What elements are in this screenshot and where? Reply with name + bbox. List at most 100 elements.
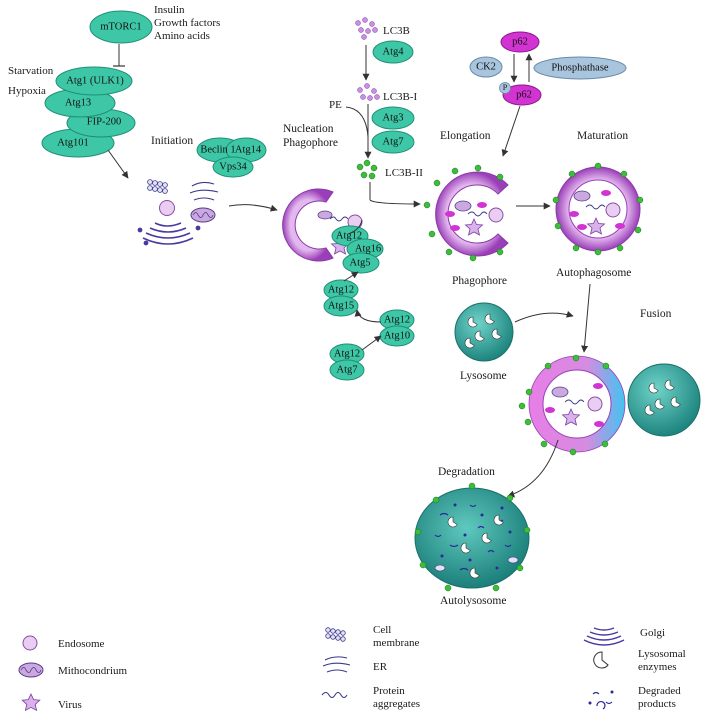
atg12-10-a-label: Atg12 — [384, 314, 410, 325]
signal-insulin: Insulin — [154, 4, 185, 16]
atg12-conjugation: Atg12 Atg16 Atg5 Atg12 Atg15 Atg12 Atg10… — [323, 219, 415, 381]
legend-degraded-products-2: products — [638, 698, 676, 710]
legend-degraded-products-1: Degraded — [638, 685, 681, 697]
atg3-node — [371, 106, 415, 130]
fip200-label: FIP-200 — [87, 116, 121, 127]
conj-atg12-label: Atg12 — [336, 230, 362, 241]
beclin1-label: Beclin 1 — [200, 144, 235, 155]
golgi-icon — [137, 222, 201, 246]
legend-cell-membrane-icon — [325, 627, 346, 642]
mtorc1-node — [89, 10, 153, 44]
lc3b-dots — [355, 17, 378, 40]
legend-er-icon — [322, 656, 351, 673]
lc3-pathway: LC3B Atg4 LC3B-I PE Atg3 Atg7 LC3B-II — [329, 17, 423, 208]
atg12-7-b-node — [329, 359, 365, 381]
pe-label: PE — [329, 99, 342, 111]
lc3b2-dots — [356, 159, 378, 180]
arrow-atg12-10-to-15 — [354, 309, 382, 323]
legend-lysosomal-enzymes-icon — [593, 651, 609, 669]
atg101-label: Atg101 — [57, 137, 89, 148]
p62-top-node — [500, 31, 540, 53]
autolysosome: Autolysosome — [414, 482, 531, 607]
endosome-icon — [159, 200, 175, 216]
arrow-to-phagophore-1 — [228, 204, 278, 212]
vps34-node — [212, 156, 254, 178]
lysosome: Lysosome — [454, 302, 574, 382]
atg7-node — [371, 130, 415, 154]
conj-atg5-node — [342, 252, 380, 274]
legend-golgi: Golgi — [640, 627, 665, 639]
atg12-7-a-label: Atg12 — [334, 348, 360, 359]
mitochondrion-icon — [190, 207, 216, 223]
phospho-mark — [499, 82, 511, 94]
legend-er: ER — [373, 661, 388, 673]
conj-atg16-label: Atg16 — [355, 243, 381, 254]
arrow-atg12-7-to-10 — [361, 335, 382, 351]
stress-starvation: Starvation — [8, 65, 54, 77]
legend-protein-aggregates-icon — [321, 691, 348, 699]
pe-curve — [345, 106, 369, 138]
autophagosome-label: Autophagosome — [556, 267, 631, 279]
arrow-to-initiation — [107, 149, 129, 179]
atg7-label: Atg7 — [383, 136, 404, 147]
atg1-ulk1-label: Atg1 (ULK1) — [66, 75, 124, 86]
autolysosome-label: Autolysosome — [440, 595, 506, 607]
atg12-15-b-label: Atg15 — [328, 300, 354, 311]
phagophore-label: Phagophore — [452, 275, 507, 287]
conj-atg5-label: Atg5 — [350, 257, 371, 268]
er-icon — [189, 181, 219, 201]
atg13-label: Atg13 — [65, 97, 91, 108]
p62-bottom-label: p62 — [516, 89, 532, 100]
arrow-to-fusion — [581, 283, 591, 353]
legend-cell-membrane-1: Cell — [373, 624, 391, 636]
legend-endosome: Endosome — [58, 638, 105, 650]
autophagosome: Autophagosome — [552, 162, 644, 353]
atg14-label: Atg14 — [235, 144, 262, 155]
cell-membrane-icon — [147, 179, 168, 194]
legend-golgi-icon — [583, 627, 625, 646]
fusion-structure — [507, 354, 701, 498]
stage-nucleation: Nucleation — [283, 123, 334, 135]
conj-curve — [347, 219, 363, 235]
nucleation-phagophore — [282, 188, 363, 262]
legend: Endosome Mithocondrium Virus Cell membra… — [18, 624, 686, 712]
p62-bottom-node — [502, 84, 542, 106]
lc3b1-dots — [357, 83, 380, 101]
phosphatase-node — [533, 56, 627, 80]
phosphatase-label: Phosphathase — [551, 62, 609, 73]
atg1-ulk1-node — [55, 66, 133, 96]
atg4-label: Atg4 — [383, 46, 405, 57]
stress-hypoxia: Hypoxia — [8, 85, 46, 97]
arrow-atg12-15-up — [343, 271, 359, 282]
atg12-10-b-label: Atg10 — [384, 330, 410, 341]
stage-elongation: Elongation — [440, 130, 491, 142]
mtorc1-label: mTORC1 — [100, 21, 141, 32]
legend-virus: Virus — [58, 699, 82, 711]
atg12-15-b-node — [323, 295, 359, 317]
stage-maturation: Maturation — [577, 130, 628, 142]
arrow-to-phagophore-2 — [369, 199, 421, 208]
legend-protein-aggregates-2: aggregates — [373, 698, 420, 710]
signal-growth-factors: Growth factors — [154, 17, 220, 29]
legend-lysosomal-enzymes-2: enzymes — [638, 661, 676, 673]
vps34-label: Vps34 — [219, 161, 247, 172]
stage-nucleation-phagophore: Phagophore — [283, 137, 338, 149]
upstream-signals: mTORC1 Insulin Growth factors Amino acid… — [8, 4, 220, 179]
legend-endosome-icon — [22, 635, 38, 651]
atg4-node — [372, 40, 414, 64]
legend-cell-membrane-2: membrane — [373, 637, 420, 649]
stage-fusion: Fusion — [640, 308, 672, 320]
legend-mitochondrion: Mithocondrium — [58, 665, 127, 677]
p62-top-label: p62 — [512, 36, 528, 47]
arrow-p62-to-phagophore — [501, 105, 521, 157]
legend-virus-icon — [21, 693, 41, 712]
legend-mitochondrion-icon — [18, 662, 44, 678]
atg12-15-a-label: Atg12 — [328, 284, 354, 295]
atg12-7-b-label: Atg7 — [337, 364, 358, 375]
arrow-to-autolysosome — [507, 439, 559, 498]
phagophore-elongation: Phagophore — [423, 164, 551, 287]
legend-degraded-products-icon — [588, 690, 614, 710]
lc3b1-label: LC3B-I — [383, 91, 418, 103]
stage-initiation: Initiation — [151, 135, 193, 147]
